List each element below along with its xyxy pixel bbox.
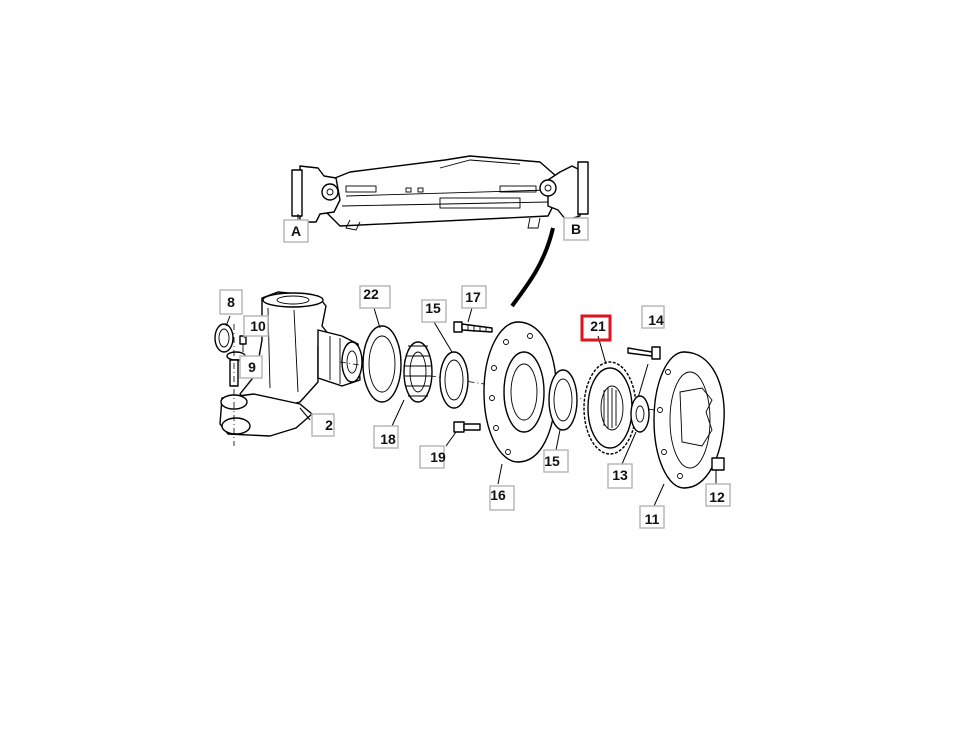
callout-15b[interactable]: 15 (543, 449, 569, 473)
callout-10[interactable]: 10 (243, 315, 269, 337)
detail-pointer-arc (510, 227, 555, 308)
svg-text:11: 11 (645, 511, 660, 527)
bearing-part-18 (403, 341, 433, 403)
bearing-race-part-15a (439, 351, 469, 409)
callout-9[interactable]: 9 (239, 355, 263, 379)
svg-text:9: 9 (248, 359, 256, 375)
callout-8[interactable]: 8 (219, 289, 243, 315)
callout-21-highlighted[interactable]: 21 (580, 314, 612, 342)
seal-ring-part-22 (362, 325, 402, 403)
washer-part-13 (630, 395, 650, 433)
svg-text:B: B (571, 221, 581, 237)
svg-text:18: 18 (380, 431, 396, 447)
bolt-part-14 (627, 346, 661, 399)
svg-text:21: 21 (590, 318, 606, 334)
svg-text:22: 22 (363, 286, 379, 302)
svg-text:2: 2 (325, 417, 333, 433)
callout-11[interactable]: 11 (639, 505, 665, 529)
callout-17[interactable]: 17 (461, 285, 487, 309)
bolt-part-19 (453, 421, 481, 433)
callout-13[interactable]: 13 (607, 463, 633, 489)
callout-b[interactable]: B (563, 217, 589, 241)
callout-2[interactable]: 2 (311, 413, 335, 437)
svg-text:19: 19 (430, 449, 446, 465)
callout-15a[interactable]: 15 (421, 299, 447, 323)
svg-text:A: A (291, 223, 301, 239)
svg-text:15: 15 (425, 300, 441, 316)
svg-text:16: 16 (490, 487, 506, 503)
hub-flange-part-16 (483, 321, 557, 463)
svg-text:17: 17 (465, 289, 481, 305)
grease-fitting-part-10 (239, 335, 247, 352)
ring-gear-part-21 (583, 361, 637, 455)
planetary-housing-part-11 (653, 351, 725, 489)
bolt-part-17 (453, 321, 493, 333)
callout-19[interactable]: 19 (419, 445, 446, 469)
svg-text:8: 8 (227, 294, 235, 310)
callout-16[interactable]: 16 (489, 485, 515, 511)
svg-text:14: 14 (648, 312, 664, 328)
bearing-race-part-15b (548, 369, 578, 431)
svg-text:13: 13 (612, 467, 628, 483)
callout-a[interactable]: A (283, 219, 309, 243)
callout-14[interactable]: 14 (641, 305, 665, 329)
callout-12[interactable]: 12 (705, 483, 731, 507)
callout-18[interactable]: 18 (373, 425, 399, 449)
svg-text:10: 10 (250, 318, 266, 334)
plug-part-12 (711, 457, 725, 471)
callout-22[interactable]: 22 (359, 285, 391, 309)
svg-text:15: 15 (544, 453, 560, 469)
axle-assembly-overview (291, 155, 589, 231)
seal-part-8 (214, 323, 234, 353)
svg-text:12: 12 (709, 489, 725, 505)
